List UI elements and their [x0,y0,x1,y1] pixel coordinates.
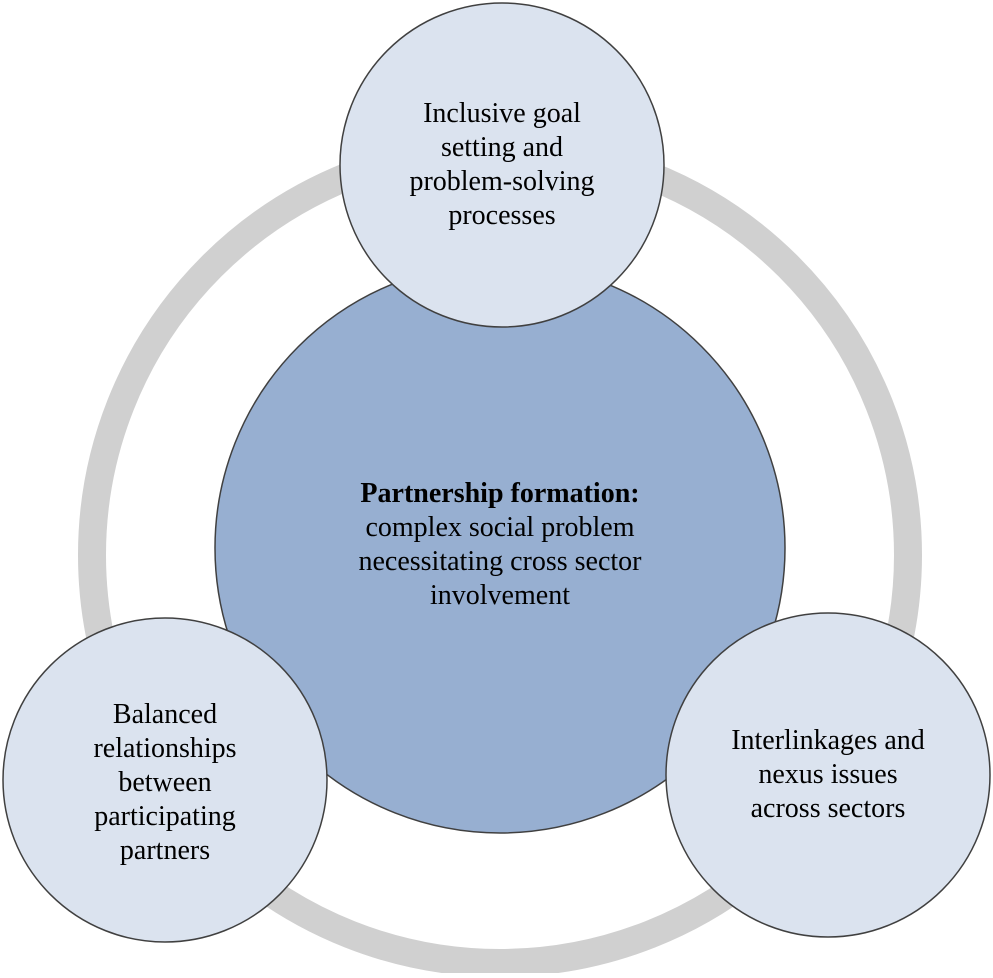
top-node-line: processes [448,200,556,231]
top-circle [339,2,665,328]
left-node-line: participating [94,800,236,832]
right-node-line: nexus issues [758,759,898,790]
center-line: involvement [430,580,570,611]
left-node-line: relationships [93,732,237,764]
center-line: complex social problem [365,512,635,543]
top-node-line: problem-solving [409,166,595,197]
center-title: Partnership formation: [360,478,640,509]
right-node-line: Interlinkages and [731,725,925,756]
top-node-line: setting and [440,132,564,163]
top-node-label: Inclusive goal setting and problem-solvi… [362,90,642,240]
left-node-label: Balanced relationships between participa… [25,695,305,870]
left-node-line: partners [119,834,211,866]
center-label: Partnership formation: complex social pr… [290,440,710,650]
left-node-line: Balanced [112,698,218,730]
right-circle [665,612,991,938]
left-node-line: between [118,766,212,798]
left-circle [2,617,328,943]
right-node-label: Interlinkages and nexus issues across se… [678,720,978,830]
top-node-line: Inclusive goal [423,98,581,129]
center-line: necessitating cross sector [358,546,642,577]
right-node-line: across sectors [750,793,906,824]
